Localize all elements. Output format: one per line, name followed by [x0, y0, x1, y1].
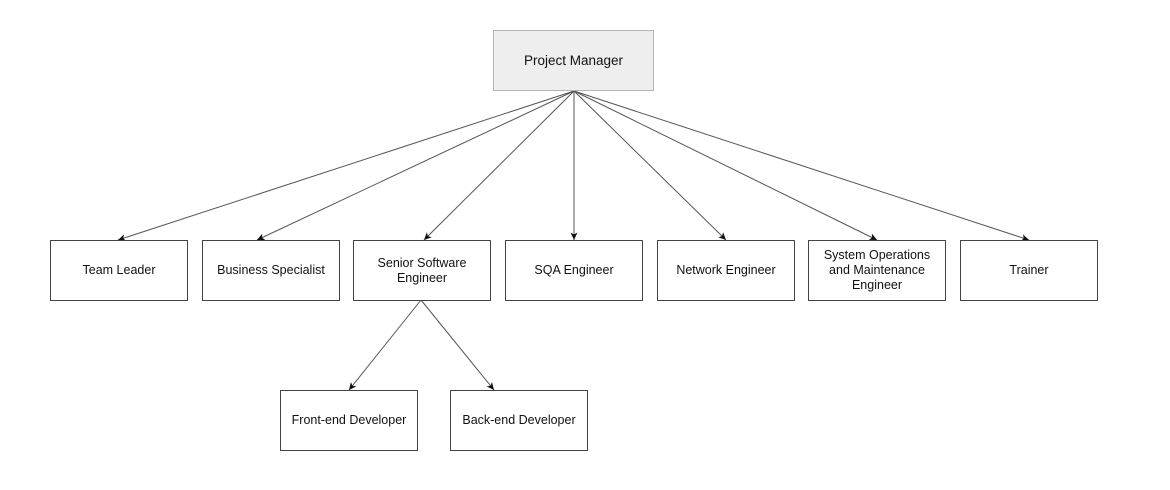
node-business-specialist[interactable]: Business Specialist	[202, 240, 340, 301]
node-team-leader[interactable]: Team Leader	[50, 240, 188, 301]
node-label: Business Specialist	[217, 263, 325, 277]
node-project-manager[interactable]: Project Manager	[493, 30, 654, 91]
node-label: Project Manager	[523, 53, 624, 68]
node-sqa-engineer[interactable]: SQA Engineer	[505, 240, 643, 301]
node-label: SQA Engineer	[534, 263, 614, 277]
node-trainer[interactable]: Trainer	[960, 240, 1098, 301]
node-label: Team Leader	[82, 263, 156, 277]
edge-sse-back-end-developer	[420, 299, 495, 391]
edge-sse-front-end-developer	[348, 299, 422, 391]
node-senior-software-engineer[interactable]: Senior Software Engineer	[353, 240, 491, 301]
node-label: Trainer	[1009, 263, 1049, 277]
node-front-end-developer[interactable]: Front-end Developer	[280, 390, 418, 451]
node-label: Back-end Developer	[462, 413, 576, 427]
node-label: Senior Software Engineer	[377, 255, 467, 285]
edge-pm-business-specialist	[256, 90, 575, 241]
node-system-operations-engineer[interactable]: System Operations and Maintenance Engine…	[808, 240, 946, 301]
edge-pm-senior-software-engineer	[423, 90, 575, 241]
edge-pm-system-ops-engineer	[573, 90, 878, 241]
edge-pm-network-engineer	[573, 90, 727, 241]
edge-pm-team-leader	[117, 90, 575, 241]
node-label: System Operations and Maintenance Engine…	[823, 248, 931, 292]
node-network-engineer[interactable]: Network Engineer	[657, 240, 795, 301]
node-back-end-developer[interactable]: Back-end Developer	[450, 390, 588, 451]
node-label: Front-end Developer	[291, 413, 407, 427]
edge-pm-trainer	[573, 90, 1030, 241]
node-label: Network Engineer	[676, 263, 776, 277]
